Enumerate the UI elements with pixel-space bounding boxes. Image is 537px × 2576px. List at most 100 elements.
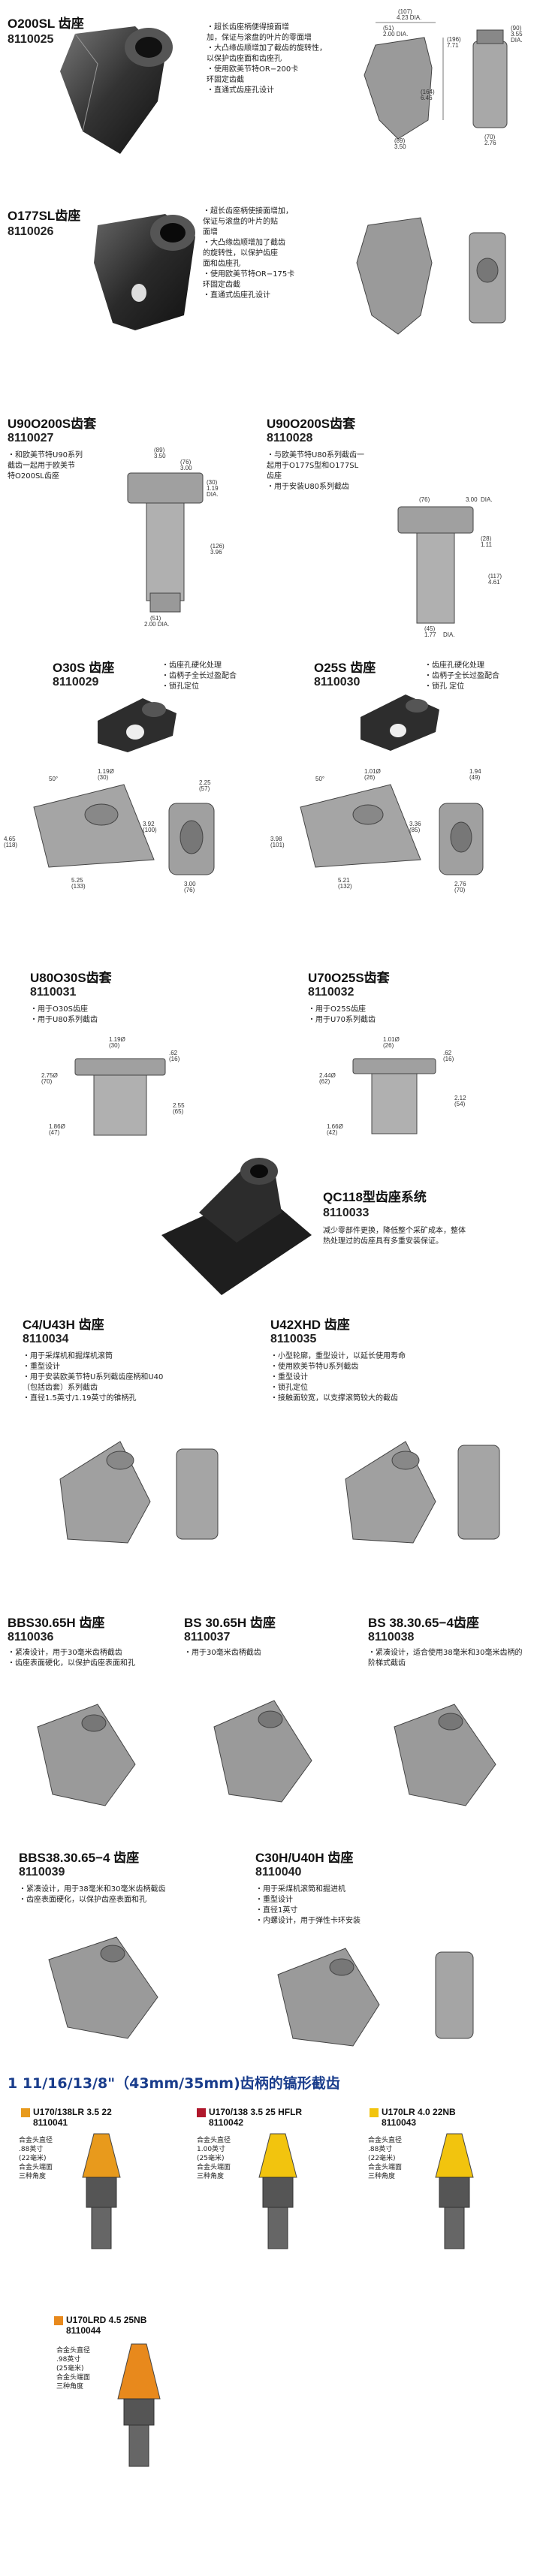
holder-bullets: ・用于O25S齿座・用于U70系列截齿 bbox=[308, 1005, 376, 1024]
svg-text:(133): (133) bbox=[71, 883, 86, 890]
svg-text:(30): (30) bbox=[98, 774, 109, 781]
holder-bullets: ・用于30毫米齿柄截齿 bbox=[184, 1649, 261, 1657]
holder-bullets: ・用于采煤机和掘煤机滚筒・重型设计・用于安装欧美节特U系列截齿座柄和U40（包括… bbox=[23, 1352, 164, 1402]
pick-name: U170/138LR 3.5 22 bbox=[33, 2107, 112, 2117]
pick-code: 8110042 bbox=[209, 2117, 244, 2128]
pick-code: 8110043 bbox=[382, 2117, 417, 2128]
u42xhd-drawing bbox=[345, 1441, 500, 1544]
svg-text:(70): (70) bbox=[41, 1078, 53, 1085]
holder-bullets: ・紧凑设计，适合使用38毫米和30毫米齿柄的阶梯式截齿 bbox=[368, 1649, 523, 1668]
svg-text:(100): (100) bbox=[143, 827, 157, 833]
svg-text:(70): (70) bbox=[454, 887, 466, 893]
svg-text:2.76: 2.76 bbox=[454, 881, 466, 887]
bs3830654-drawing bbox=[394, 1704, 496, 1806]
svg-text:3.00: 3.00 bbox=[466, 496, 478, 503]
svg-text:1.19: 1.19 bbox=[207, 485, 219, 492]
holder-bullets: ・超长齿座柄便得接面增加，保证与滚盘的叶片的零面增・大凸缘齿顺增加了截齿的旋转性… bbox=[207, 23, 327, 95]
pick-drawing bbox=[82, 2133, 121, 2249]
holder-code: 8110036 bbox=[8, 1631, 54, 1644]
pick-labels: 合金头直径.88英寸(22毫米)合金头端面三种角度 bbox=[19, 2137, 53, 2180]
holder-bullets: ・紧凑设计，用于30毫米齿柄截齿・齿座表面硬化，以保护齿座表面和孔 bbox=[8, 1649, 135, 1668]
svg-text:2.44Ø: 2.44Ø bbox=[319, 1072, 336, 1079]
svg-text:1.19Ø: 1.19Ø bbox=[109, 1036, 125, 1043]
picks-section-title: 1 11/16/13/8"（43mm/35mm)齿柄的镐形截齿 bbox=[8, 2075, 340, 2092]
holder-code: 8110033 bbox=[323, 1207, 370, 1219]
svg-text:1.94: 1.94 bbox=[469, 768, 481, 775]
svg-text:2.25: 2.25 bbox=[199, 779, 211, 786]
holder-title: C30H/U40H 齿座 bbox=[255, 1851, 354, 1865]
holder-bullets: ・齿座孔硬化处理・齿柄子全长过盈配合・锁孔 定位 bbox=[424, 661, 499, 691]
svg-text:1.77: 1.77 bbox=[424, 631, 436, 638]
holder-title: O25S 齿座 bbox=[314, 661, 376, 675]
pick-name: U170LRD 4.5 25NB bbox=[66, 2315, 147, 2325]
holder-title: U42XHD 齿座 bbox=[270, 1318, 350, 1332]
svg-text:(16): (16) bbox=[169, 1056, 180, 1062]
svg-text:2.76: 2.76 bbox=[484, 140, 496, 146]
svg-text:(26): (26) bbox=[364, 774, 376, 781]
svg-text:(49): (49) bbox=[469, 774, 481, 781]
svg-text:3.00: 3.00 bbox=[180, 465, 192, 472]
svg-text:(132): (132) bbox=[338, 883, 352, 890]
svg-text:4.65: 4.65 bbox=[4, 836, 16, 842]
holder-code: 8110030 bbox=[314, 676, 361, 688]
holder-title: BBS30.65H 齿座 bbox=[8, 1616, 105, 1630]
svg-text:(16): (16) bbox=[443, 1056, 454, 1062]
svg-text:(28): (28) bbox=[481, 535, 492, 542]
svg-text:(30): (30) bbox=[109, 1042, 120, 1049]
svg-text:1.86Ø: 1.86Ø bbox=[49, 1123, 65, 1130]
holder-title: O200SL 齿座 bbox=[8, 17, 84, 31]
svg-text:5.25: 5.25 bbox=[71, 877, 83, 884]
svg-text:4.61: 4.61 bbox=[488, 579, 500, 586]
svg-text:(164): (164) bbox=[421, 89, 435, 95]
c30hu40h-drawing bbox=[277, 1948, 474, 2047]
color-swatch bbox=[370, 2108, 379, 2117]
holder-title: QC118型齿座系统 bbox=[323, 1190, 427, 1204]
svg-text:DIA.: DIA. bbox=[481, 496, 493, 503]
svg-text:(70): (70) bbox=[484, 134, 496, 140]
svg-text:DIA.: DIA. bbox=[443, 631, 455, 638]
svg-text:(51): (51) bbox=[383, 25, 394, 32]
svg-text:.62: .62 bbox=[169, 1050, 178, 1056]
svg-text:3.98: 3.98 bbox=[270, 836, 282, 842]
svg-text:(62): (62) bbox=[319, 1078, 330, 1085]
svg-text:3.50: 3.50 bbox=[394, 143, 406, 150]
holder-code: 8110035 bbox=[270, 1333, 317, 1345]
holder-code: 8110034 bbox=[23, 1333, 69, 1345]
svg-text:5.21: 5.21 bbox=[338, 877, 350, 884]
holder-code: 8110039 bbox=[19, 1866, 65, 1879]
pick-code: 8110044 bbox=[66, 2325, 101, 2336]
holder-code: 8110029 bbox=[53, 676, 99, 688]
svg-text:.62: .62 bbox=[443, 1050, 452, 1056]
svg-text:2.12: 2.12 bbox=[454, 1095, 466, 1101]
u80o30s-drawing: 1.19Ø(30) .62(16) 2.75Ø(70) 2.55(65) 1.8… bbox=[41, 1036, 185, 1136]
svg-text:DIA.: DIA. bbox=[511, 37, 523, 44]
svg-text:(26): (26) bbox=[383, 1042, 394, 1049]
pick-name: U170/138 3.5 25 HFLR bbox=[209, 2107, 303, 2117]
holder-code: 8110038 bbox=[368, 1631, 415, 1644]
pick-labels: 合金头直径.88英寸(22毫米)合金头端面三种角度 bbox=[368, 2137, 403, 2180]
svg-text:2.75Ø: 2.75Ø bbox=[41, 1072, 58, 1079]
svg-text:1.11: 1.11 bbox=[481, 541, 493, 548]
pick-drawing bbox=[435, 2133, 474, 2249]
svg-text:3.55: 3.55 bbox=[511, 31, 523, 38]
svg-text:(89): (89) bbox=[394, 137, 406, 144]
holder-title: U80O30S齿套 bbox=[30, 971, 112, 985]
holder-code: 8110028 bbox=[267, 432, 313, 444]
holder-bullets: ・和欧美节特U90系列截齿一起用于欧美节特O200SL齿座 bbox=[8, 451, 83, 481]
o177sl-drawing bbox=[356, 217, 506, 335]
color-swatch bbox=[21, 2108, 30, 2117]
svg-text:(30): (30) bbox=[207, 479, 218, 486]
svg-text:2.00 DIA.: 2.00 DIA. bbox=[144, 621, 169, 627]
bbs3830654-drawing bbox=[48, 1936, 158, 2039]
qc118-photo bbox=[161, 1158, 312, 1295]
pick-name: U170LR 4.0 22NB bbox=[382, 2107, 456, 2117]
svg-text:(47): (47) bbox=[49, 1129, 60, 1136]
bbs3065h-drawing bbox=[37, 1704, 136, 1806]
holder-bullets: ・齿座孔硬化处理・齿柄子全长过盈配合・锁孔定位 bbox=[161, 661, 237, 691]
svg-text:(126): (126) bbox=[210, 543, 225, 550]
o25s-drawing: 1.01Ø(26) 1.94(49) 50° 3.98(101) 3.36(85… bbox=[270, 768, 484, 893]
holder-code: 8110026 bbox=[8, 225, 54, 238]
svg-text:50°: 50° bbox=[315, 776, 324, 782]
